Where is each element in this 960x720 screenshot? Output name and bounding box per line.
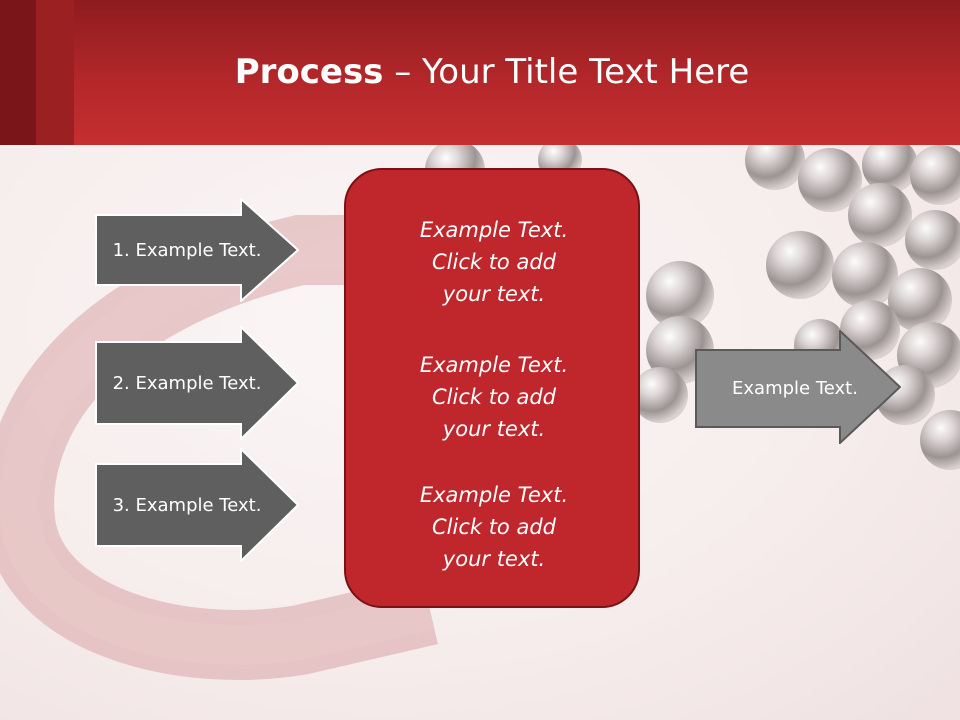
center-text-box[interactable]: Example Text. Click to add your text. Ex… [344,168,640,608]
arrow-shape-icon [95,448,299,562]
step-arrow-3[interactable]: 3. Example Text. [95,448,299,562]
paragraph-line: your text. [442,282,546,306]
header-stripe-dark [0,0,36,145]
paragraph-line: Click to add [431,515,556,539]
step-arrow-2-label: 2. Example Text. [112,372,262,394]
paragraph-line: Example Text. [419,483,569,507]
paragraph-line: Click to add [431,250,556,274]
paragraph-line: your text. [442,417,546,441]
step-arrow-1-label: 1. Example Text. [112,239,262,261]
paragraph-line: Example Text. [419,218,569,242]
result-arrow-label: Example Text. [732,378,858,399]
step-arrow-3-label: 3. Example Text. [112,494,262,516]
center-paragraph-2: Example Text. Click to add your text. [346,349,642,445]
step-arrow-2[interactable]: 2. Example Text. [95,326,299,440]
header-stripe-mid [36,0,74,145]
arrow-shape-icon [95,326,299,440]
paragraph-line: your text. [442,547,546,571]
paragraph-line: Click to add [431,385,556,409]
title-band: Process – Your Title Text Here [0,0,960,145]
slide-title[interactable]: Process – Your Title Text Here [0,52,960,92]
result-arrow[interactable]: Example Text. [695,330,901,444]
title-rest: – Your Title Text Here [383,52,750,92]
title-bold: Process [234,52,384,92]
paragraph-line: Example Text. [419,353,569,377]
center-paragraph-1: Example Text. Click to add your text. [346,214,642,310]
arrow-shape-icon [695,330,901,444]
center-paragraph-3: Example Text. Click to add your text. [346,479,642,575]
step-arrow-1[interactable]: 1. Example Text. [95,198,299,302]
arrow-shape-icon [95,198,299,302]
